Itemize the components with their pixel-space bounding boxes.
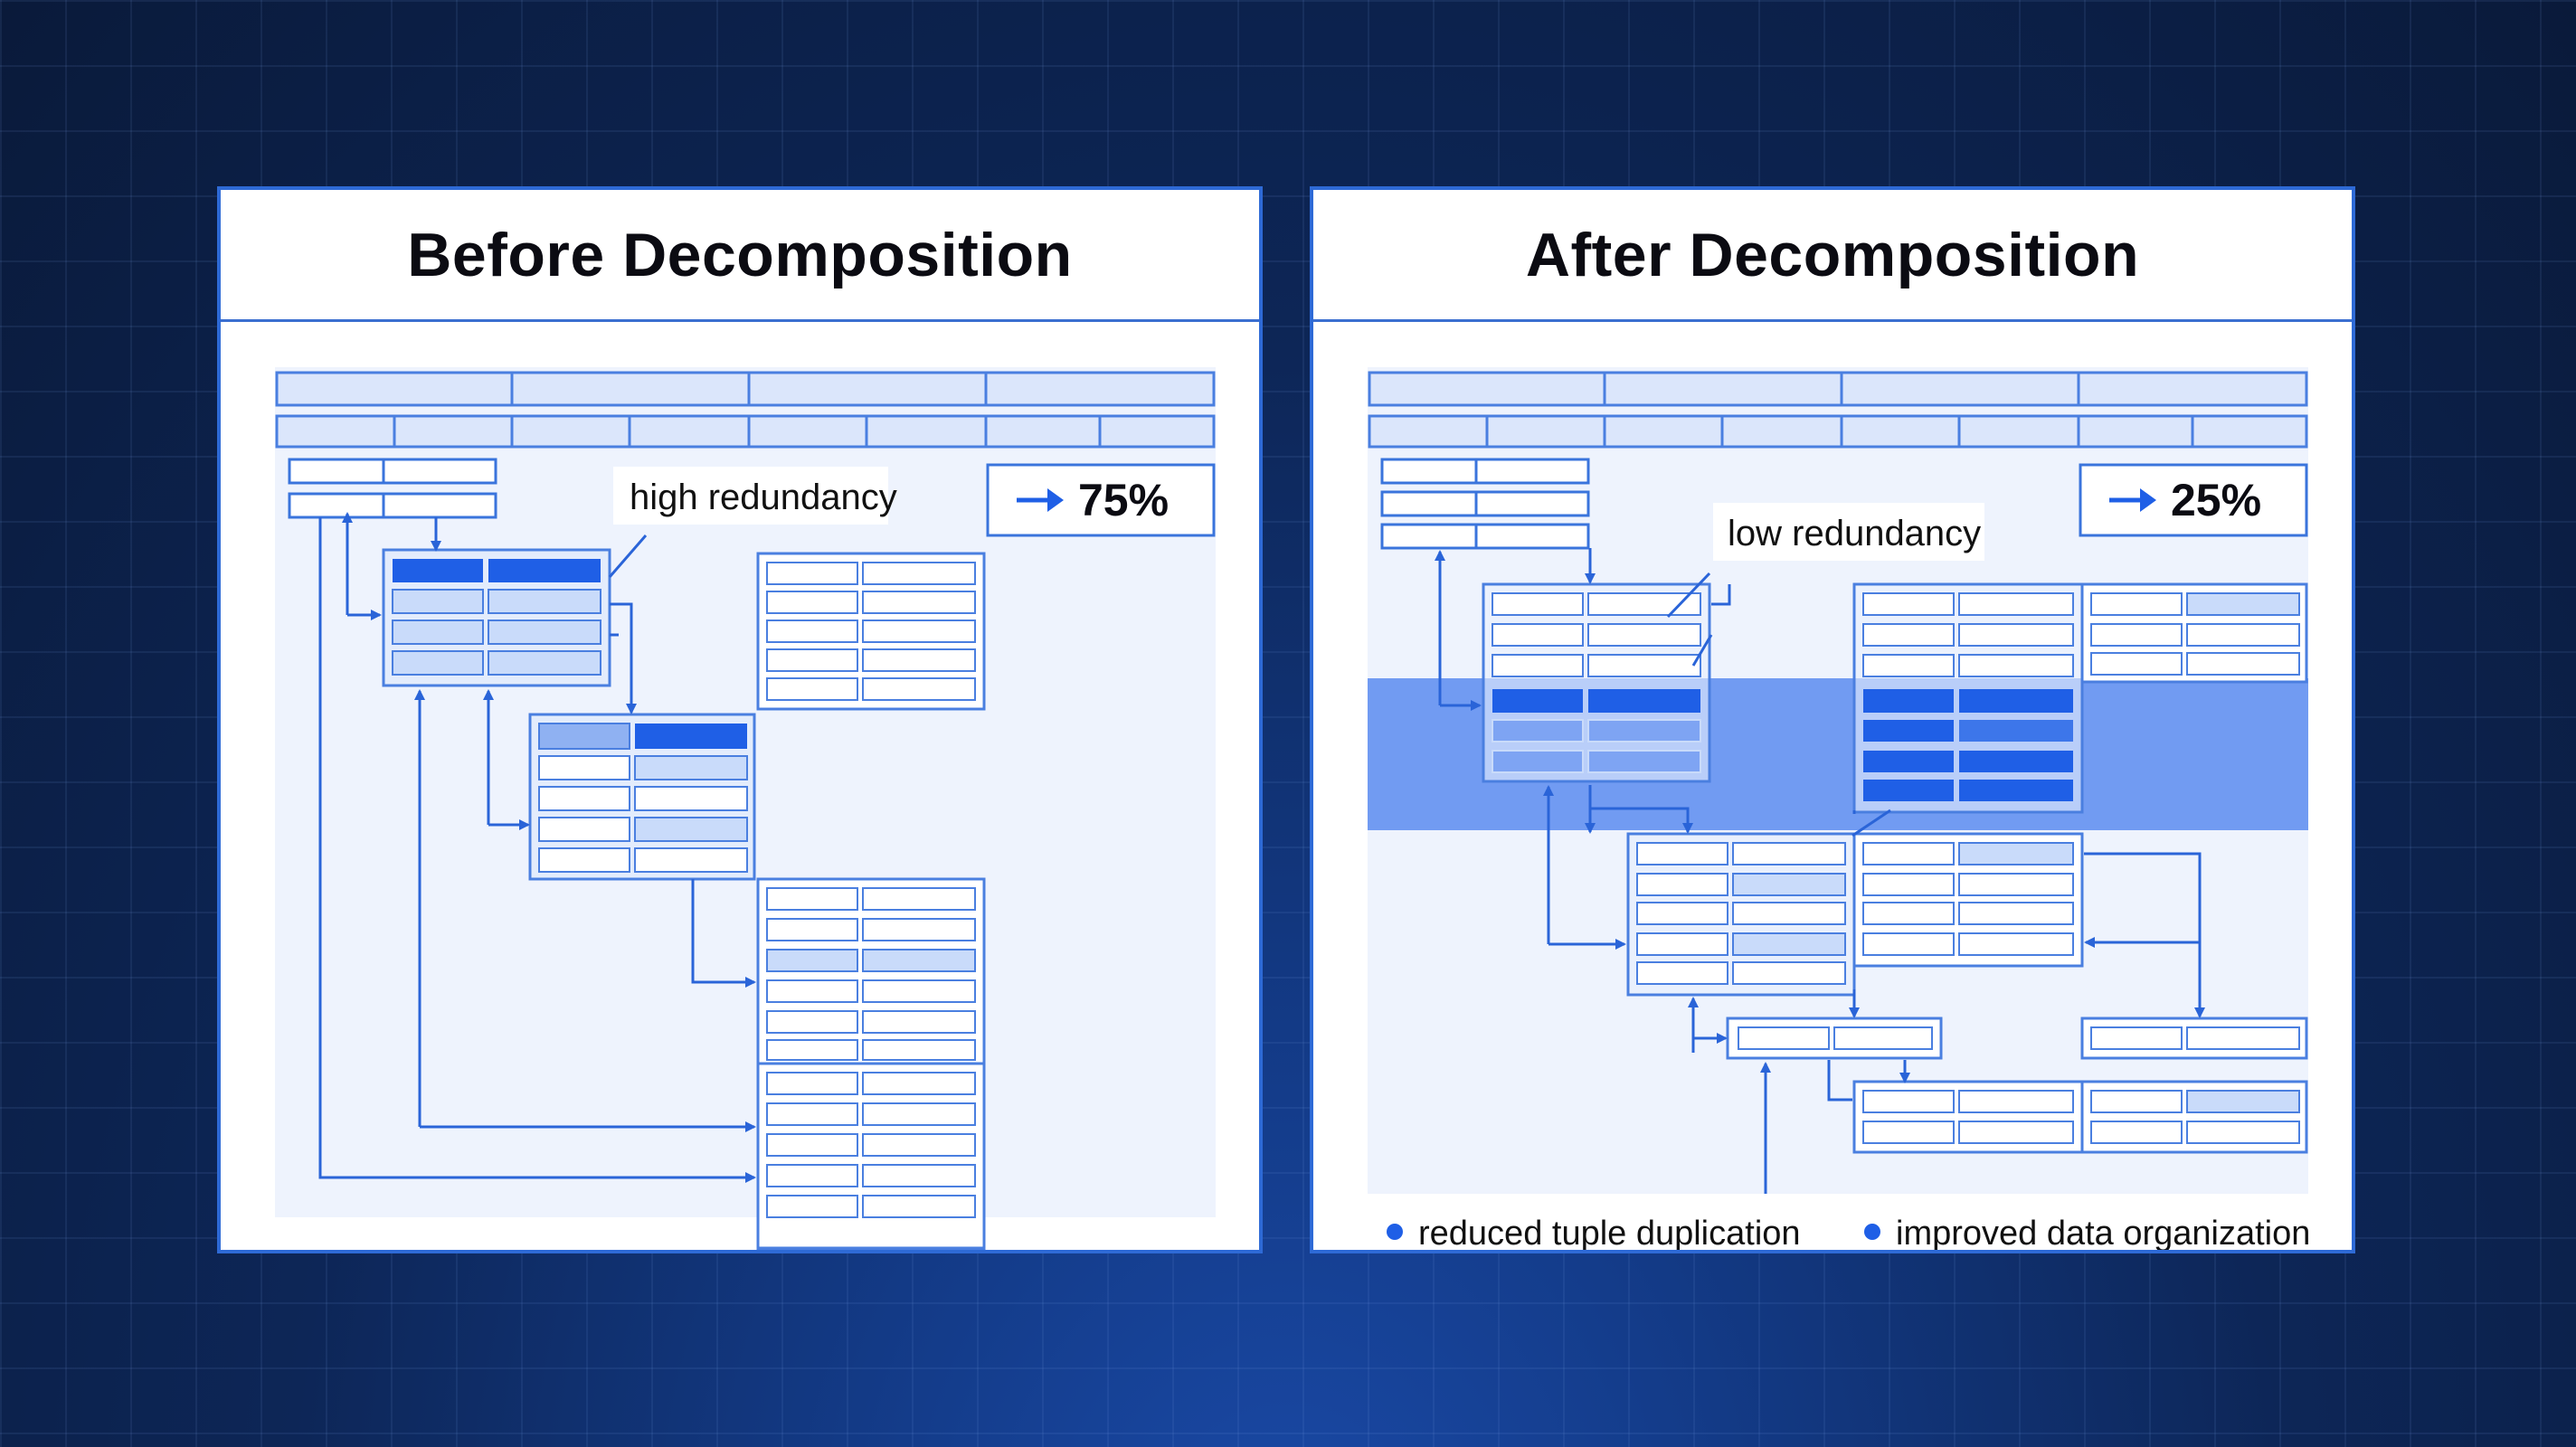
header-table [275,371,1216,449]
table-c [756,552,986,711]
before-panel: Before Decomposition [217,186,1263,1253]
annotation-box [613,467,888,525]
metric-value: 25% [2171,475,2261,525]
table-a [382,548,611,687]
small-table [1380,458,1590,550]
after-diagram: low redundancy 25% reduced tuple duplica… [1368,367,2310,1250]
arrow-right-icon [2109,488,2156,512]
table-h [1852,1080,2308,1154]
before-panel-header: Before Decomposition [221,190,1259,322]
arrow-right-icon [1017,488,1064,512]
header-table [1368,371,2308,449]
legend-bullet-icon [1387,1224,1403,1240]
connector-lines [318,512,756,1183]
table-a [1482,582,1711,783]
annotation-label: low redundancy [1728,514,1981,553]
table-d-upper [756,877,986,1218]
annotation-label: high redundancy [630,478,897,517]
before-diagram: high redundancy 75% [275,367,1216,1250]
table-d [1626,832,1856,997]
table-c [2080,582,2308,684]
table-f [1726,1017,1943,1060]
after-panel-title: After Decomposition [1525,220,2140,289]
metric-value: 75% [1078,475,1169,525]
table-e [1852,832,2084,968]
table-b [528,713,756,881]
table-b [1852,582,2084,814]
legend-bullet-icon [1864,1224,1880,1240]
annotation-box [1713,503,1984,561]
small-table [288,458,497,519]
legend-item: reduced tuple duplication [1418,1215,1801,1250]
legend-item: improved data organization [1896,1215,2310,1250]
after-panel: After Decomposition [1310,186,2355,1253]
after-panel-header: After Decomposition [1313,190,2352,322]
connector-lines [1435,548,2205,1194]
table-g [2080,1017,2308,1060]
legend: reduced tuple duplication improved data … [1387,1215,2310,1250]
before-panel-title: Before Decomposition [407,220,1073,289]
